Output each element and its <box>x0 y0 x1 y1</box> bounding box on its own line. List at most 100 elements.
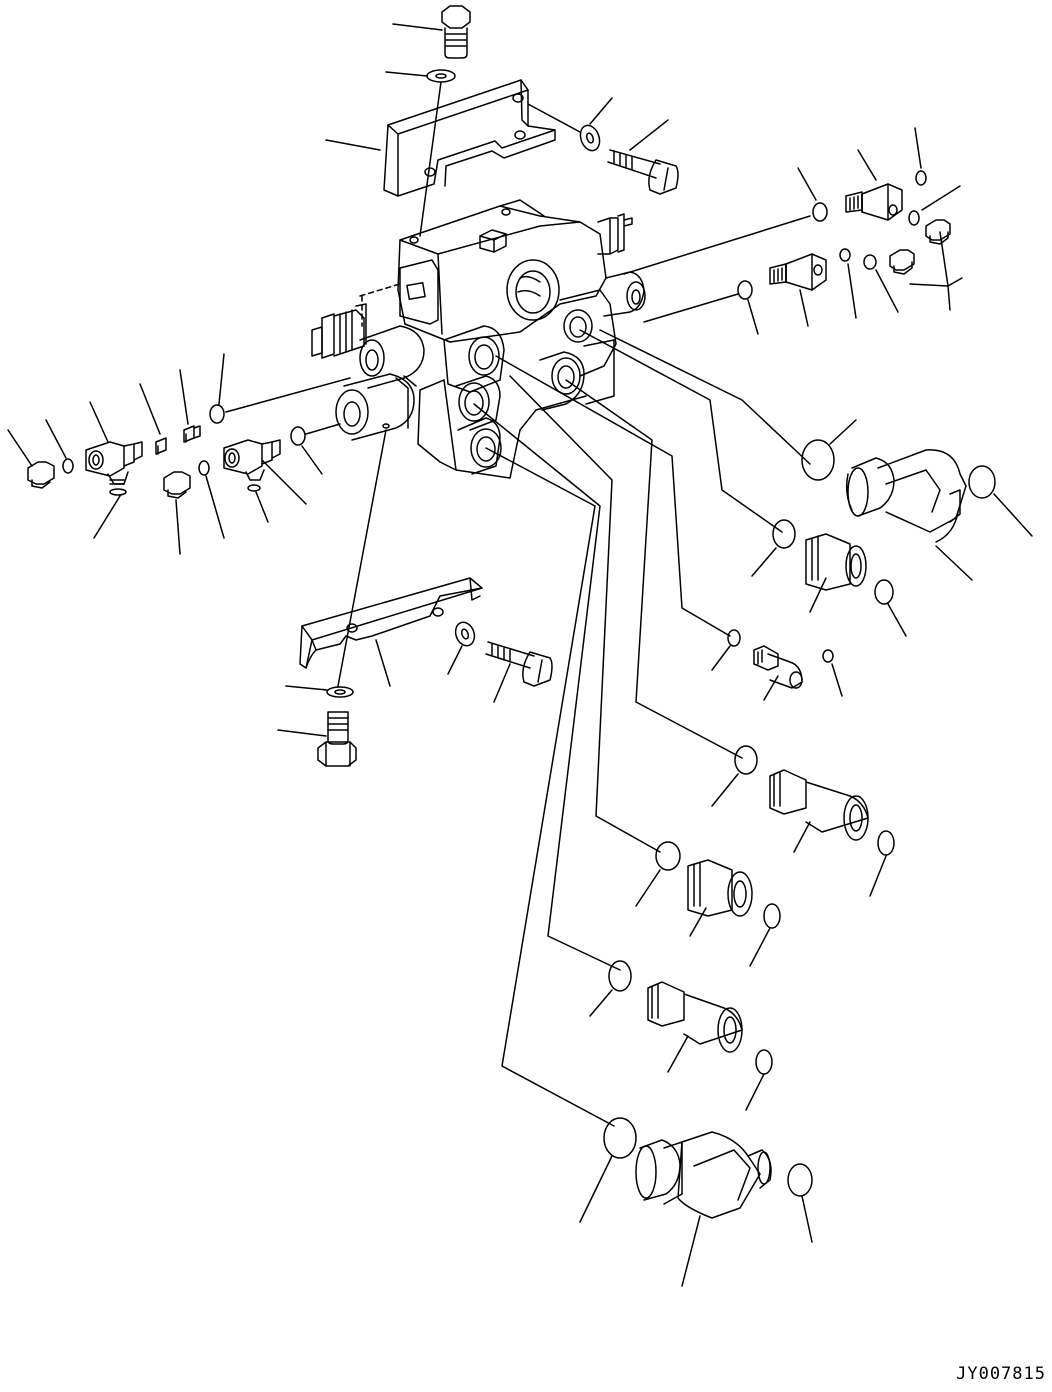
o-ring <box>63 459 73 473</box>
o-ring <box>969 466 995 498</box>
straight-connector <box>688 860 752 916</box>
leader-line <box>915 128 921 168</box>
leader-line <box>848 264 856 318</box>
center-line <box>644 294 738 322</box>
leader-line <box>8 430 32 466</box>
center-line <box>580 330 782 532</box>
o-ring <box>604 1118 636 1158</box>
leader-line <box>810 578 826 612</box>
o-ring <box>813 203 827 221</box>
leader-line <box>580 1156 612 1222</box>
o-ring <box>656 842 680 870</box>
center-line <box>496 356 730 636</box>
leader-line <box>386 72 427 76</box>
leader-line <box>798 168 816 200</box>
leader-line <box>832 664 842 696</box>
leader-line <box>936 546 972 580</box>
elbow-fitting <box>224 440 280 480</box>
tee-fitting <box>846 184 902 220</box>
leader-line <box>830 420 856 444</box>
leader-line <box>180 370 188 424</box>
o-ring <box>878 831 894 855</box>
straight-connector <box>806 534 866 590</box>
leader-line <box>876 270 898 312</box>
leader-line <box>858 150 876 180</box>
bolt <box>608 150 678 194</box>
center-line <box>420 82 441 236</box>
leader-line <box>376 640 390 686</box>
leader-line <box>712 774 738 806</box>
washer <box>427 70 455 82</box>
leader-line <box>219 354 224 404</box>
bolt <box>318 712 356 766</box>
leader-line <box>802 1196 812 1242</box>
center-line <box>600 330 810 464</box>
o-ring <box>728 630 740 646</box>
o-ring <box>840 249 850 261</box>
o-ring <box>764 904 780 928</box>
center-line <box>486 448 614 1126</box>
leader-line <box>800 290 808 326</box>
leader-line <box>590 98 612 124</box>
o-ring <box>909 211 919 225</box>
center-line <box>510 376 660 852</box>
straight-connector <box>648 982 742 1052</box>
plug <box>890 250 914 274</box>
center-line <box>624 216 810 274</box>
straight-connector <box>770 770 868 840</box>
plug <box>28 462 54 488</box>
center-line <box>338 430 386 686</box>
leader-line <box>888 604 906 636</box>
washer <box>327 687 353 697</box>
leader-line <box>326 140 380 150</box>
bolt <box>486 642 552 686</box>
o-ring <box>788 1164 812 1196</box>
leader-line <box>750 928 770 966</box>
control-valve-body <box>312 200 645 478</box>
leader-line <box>636 870 660 906</box>
plug <box>156 438 166 454</box>
leader-line <box>278 730 326 736</box>
o-ring <box>248 485 260 491</box>
plug <box>164 472 190 498</box>
leader-line <box>690 908 706 936</box>
leader-line <box>752 548 776 576</box>
washer <box>452 620 477 649</box>
leader-line <box>746 1074 764 1110</box>
leader-line <box>140 384 160 434</box>
leader-line <box>286 686 327 690</box>
leader-line <box>302 446 322 474</box>
leader-line <box>712 646 730 670</box>
lower-bracket <box>300 578 482 668</box>
leader-line <box>448 646 462 674</box>
plug <box>926 220 950 244</box>
leader-line <box>94 496 120 538</box>
o-ring <box>864 255 876 269</box>
o-ring <box>735 746 757 774</box>
elbow-fitting <box>636 1132 771 1218</box>
leader-line <box>176 500 180 554</box>
o-ring <box>802 440 834 480</box>
o-ring <box>916 171 926 185</box>
center-line <box>226 378 350 412</box>
o-ring <box>199 461 209 475</box>
leader-line <box>682 1216 700 1286</box>
upper-bracket <box>384 80 555 196</box>
o-ring <box>110 489 126 495</box>
leader-line <box>393 24 442 30</box>
o-ring <box>291 427 305 445</box>
elbow-fitting <box>754 646 802 688</box>
plug <box>184 426 200 442</box>
leader-line <box>90 402 108 442</box>
leader-line <box>910 232 962 310</box>
leader-line <box>590 990 612 1016</box>
leader-line <box>870 856 886 896</box>
center-line <box>474 404 620 970</box>
leader-line <box>922 186 960 210</box>
o-ring <box>210 405 224 423</box>
o-ring <box>773 520 795 548</box>
leader-line <box>256 492 268 522</box>
leader-line <box>748 300 758 334</box>
drawing-code: JY007815 <box>956 1364 1046 1384</box>
